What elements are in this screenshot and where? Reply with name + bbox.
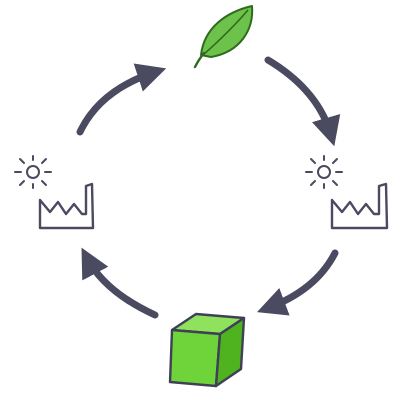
factory-building-icon — [330, 182, 389, 230]
factory-building-icon — [38, 182, 95, 230]
cube-side-face — [214, 316, 246, 388]
leaf-icon — [193, 5, 254, 69]
arrow-leaf-to-factory-right — [264, 56, 341, 147]
arrow-cube-to-factory-left — [81, 247, 159, 319]
arrow-factory-right-to-cube — [256, 249, 339, 316]
sun-icon — [305, 155, 343, 189]
factory-right-icon — [305, 155, 389, 230]
factory-left-icon — [14, 155, 95, 230]
green-cube-icon — [168, 312, 246, 388]
cube-front-face — [168, 328, 222, 388]
sun-icon — [14, 155, 52, 189]
arrow-factory-left-to-leaf — [76, 63, 167, 136]
